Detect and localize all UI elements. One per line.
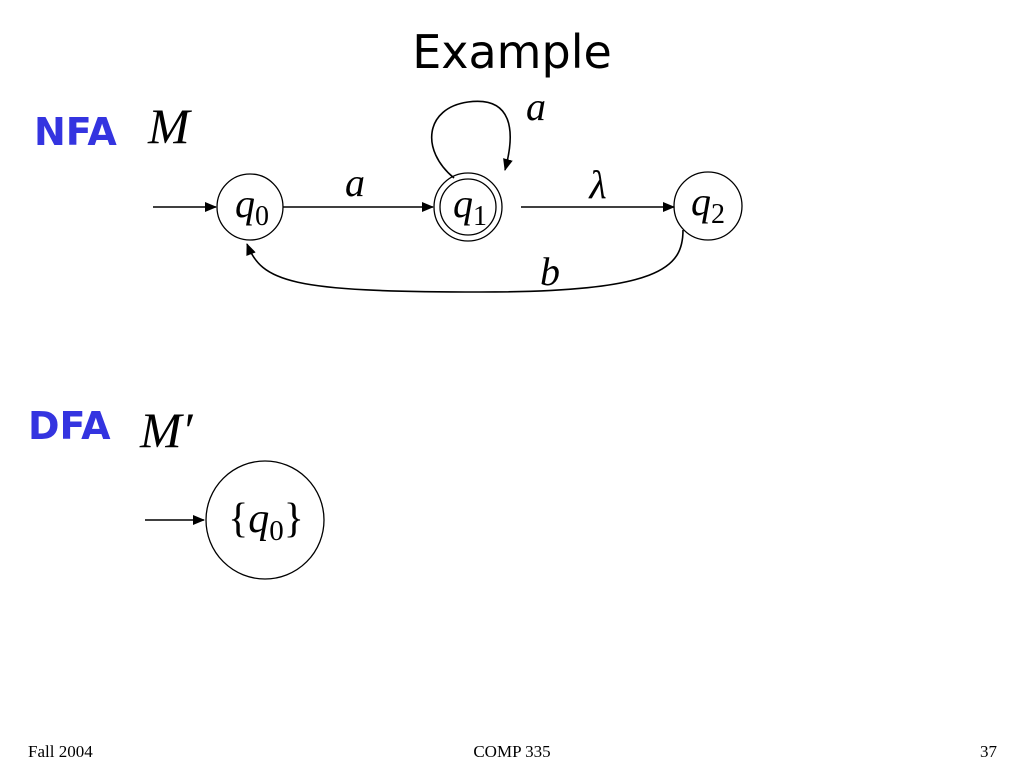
nfa-state-q1-label: q1	[453, 181, 487, 232]
dfa-state-q0-set: {q0}	[205, 460, 325, 580]
dfa-label: DFA	[28, 404, 111, 448]
nfa-transition-q2-q0-label: b	[540, 249, 560, 294]
nfa-state-q2-label: q2	[691, 179, 725, 230]
nfa-label: NFA	[34, 110, 117, 154]
nfa-state-q0: q0	[216, 173, 284, 241]
nfa-transition-q1-self-loop	[430, 100, 513, 179]
nfa-transition-q1-q2-label: λ	[588, 162, 606, 207]
dfa-state-q0-set-label: {q0}	[228, 496, 304, 547]
nfa-transition-q2-q0	[246, 229, 684, 293]
footer-course: COMP 335	[473, 742, 551, 761]
nfa-state-q2: q2	[673, 171, 743, 241]
footer-page-number: 37	[980, 742, 997, 761]
dfa-machine-name: M′	[140, 402, 193, 458]
slide-title: Example	[412, 25, 612, 79]
footer-term: Fall 2004	[28, 742, 93, 761]
nfa-state-q0-label: q0	[235, 181, 269, 232]
nfa-transition-q0-q1-label: a	[345, 160, 365, 205]
nfa-state-q1: q1	[433, 172, 503, 242]
nfa-machine-name: M	[148, 98, 190, 154]
nfa-transition-q1-self-loop-label: a	[526, 84, 546, 129]
